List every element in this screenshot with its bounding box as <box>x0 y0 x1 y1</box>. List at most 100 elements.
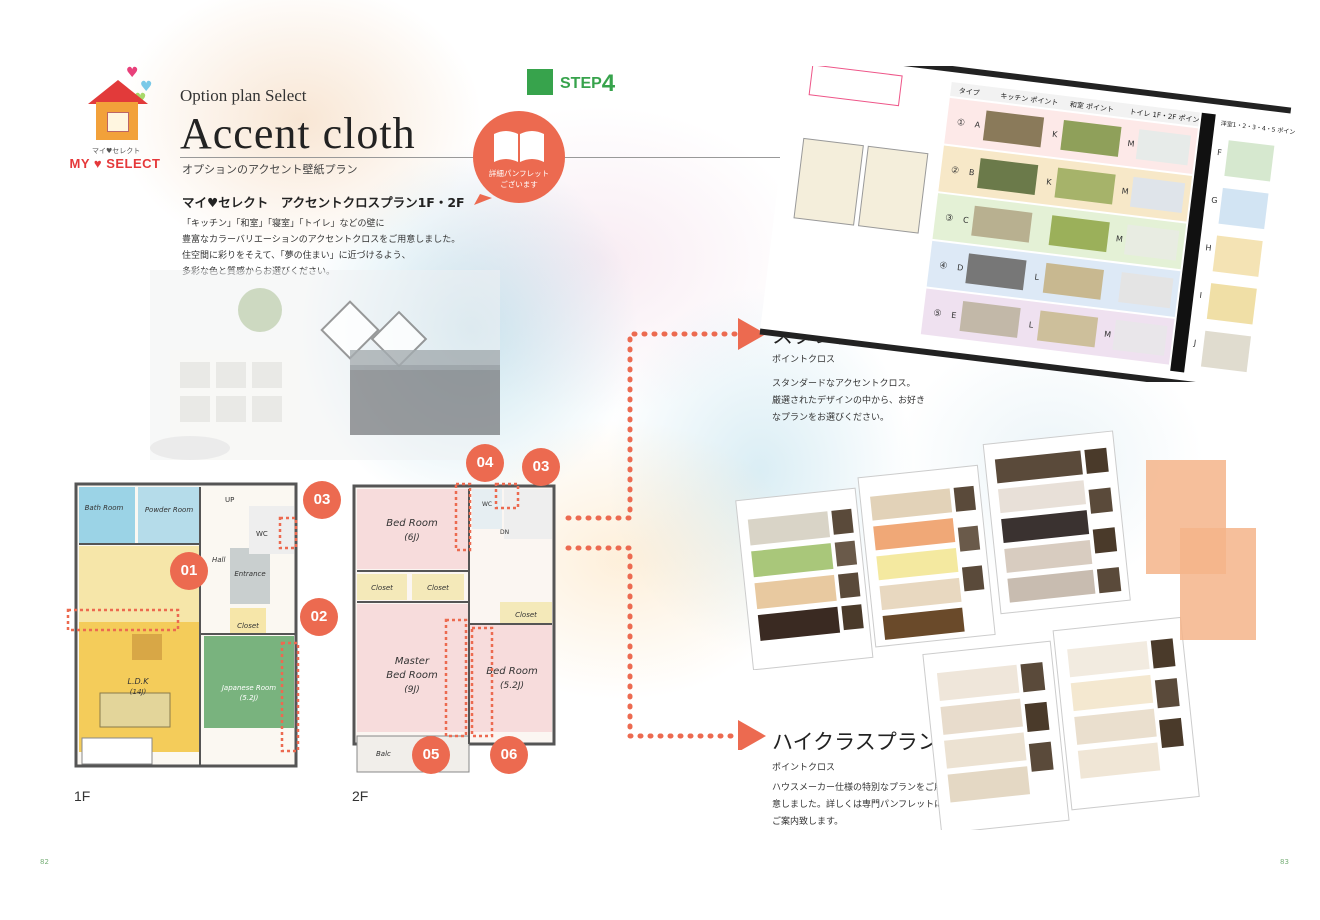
step-number: 4 <box>601 70 616 97</box>
desc-line: 住空間に彩りをそえて、「夢の住まい」に近づけるよう、 <box>182 251 411 261</box>
standard-catalog-image <box>735 430 1131 670</box>
floorplan-1f: Bath Room Powder Room UP WC Hall Entranc… <box>66 482 300 768</box>
room-powder: Powder Room <box>145 506 194 514</box>
step-label: STEP <box>560 75 602 92</box>
room-bed1: Bed Room <box>386 518 438 529</box>
table-header-type: タイプ <box>958 86 980 97</box>
page-number-right: 83 <box>1280 858 1289 866</box>
room-balcony: Balc <box>376 750 391 758</box>
table-code: G <box>1211 196 1218 206</box>
room-japanese-size: (5.2J) <box>240 694 259 702</box>
page-subtitle: オプションのアクセント壁紙プラン <box>182 163 358 176</box>
room-ldk-size: (14J) <box>130 688 147 696</box>
room-bed2-size: (5.2J) <box>500 681 524 691</box>
logo-sub-text: マイ♥セレクト <box>92 147 141 155</box>
table-code: M <box>1104 330 1112 340</box>
arrow-right-icon <box>738 318 766 350</box>
marker-01: 01 <box>170 552 208 590</box>
room-ldk: L.D.K <box>128 677 150 686</box>
table-code: I <box>1199 291 1202 300</box>
catalog-table-image: タイプ キッチン ポイント 和室 ポイント トイレ 1F・2F ポイント ① ②… <box>759 66 1295 382</box>
table-code: M <box>1115 234 1123 244</box>
desc-line: ハウスメーカー仕様の特別なプランをご用 <box>772 783 944 793</box>
standard-plan-sub: ポイントクロス <box>772 355 836 365</box>
room-up: UP <box>225 496 234 504</box>
table-type: ① <box>956 118 965 129</box>
highclass-plan-sub: ポイントクロス <box>772 763 836 773</box>
table-code: A <box>974 120 981 130</box>
marker-03-1f: 03 <box>303 481 341 519</box>
room-master-size: (9J) <box>404 685 419 695</box>
table-code: D <box>957 263 964 273</box>
sample-panel <box>1180 528 1256 640</box>
room-master1: Master <box>395 656 430 667</box>
room-closet: Closet <box>237 622 259 630</box>
desc-line: 豊富なカラーバリエーションのアクセントクロスをご用意しました。 <box>182 235 461 245</box>
desc-line: 意しました。詳しくは専門パンフレットにて <box>772 800 953 810</box>
highclass-catalog-image <box>922 616 1200 830</box>
desc-line: スタンダードなアクセントクロス。 <box>772 379 916 389</box>
page-title: Accent cloth <box>180 109 416 158</box>
table-code: K <box>1046 177 1053 187</box>
room-japanese: Japanese Room <box>220 684 276 692</box>
window-icon <box>107 112 129 132</box>
table-code: J <box>1192 338 1196 347</box>
highclass-plan-desc: ハウスメーカー仕様の特別なプランをご用 意しました。詳しくは専門パンフレットにて… <box>772 780 952 831</box>
step-square-icon <box>527 69 553 95</box>
plan-title: マイ♥セレクト アクセントクロスプラン1F・2F <box>182 195 465 210</box>
table-code: B <box>968 168 975 178</box>
floorplan-2f: Bed Room (6J) WC DN Closet Closet Closet… <box>352 482 556 773</box>
table-code: E <box>951 311 957 321</box>
table-code: K <box>1052 130 1059 140</box>
eyebrow-title: Option plan Select <box>180 86 307 105</box>
marker-05: 05 <box>412 736 450 774</box>
marker-06: 06 <box>490 736 528 774</box>
room-closet-b: Closet <box>427 584 449 592</box>
table-type: ⑤ <box>933 309 942 320</box>
room-hall: Hall <box>212 556 225 564</box>
table-code: M <box>1121 187 1129 197</box>
room-dn: DN <box>500 529 509 536</box>
table-type: ③ <box>944 213 953 224</box>
room-master2: Bed Room <box>386 670 438 681</box>
plan-connectors <box>565 318 766 750</box>
marker-03-2f: 03 <box>522 448 560 486</box>
room-wc: WC <box>482 501 492 508</box>
room-closet-a: Closet <box>371 584 393 592</box>
open-book-icon <box>494 131 544 162</box>
marker-04: 04 <box>466 444 504 482</box>
desc-line: 「キッチン」「和室」「寝室」「トイレ」などの壁に <box>182 219 385 229</box>
table-type: ② <box>950 166 959 177</box>
desc-line: ご案内致します。 <box>772 817 844 827</box>
floor-label-2f: 2F <box>352 788 369 804</box>
desc-line: なプランをお選びください。 <box>772 413 890 423</box>
house-roof-icon <box>88 80 148 104</box>
table-code: M <box>1127 139 1135 149</box>
arrow-right-icon <box>738 720 766 750</box>
badge-line2: ございます <box>500 179 538 189</box>
room-entrance: Entrance <box>234 570 265 578</box>
room-bed1-size: (6J) <box>404 533 419 543</box>
marker-02: 02 <box>300 598 338 636</box>
heart-icon: ♥ <box>126 65 139 81</box>
page-number-left: 82 <box>40 858 49 866</box>
table-code: C <box>962 215 969 225</box>
bedroom-photo <box>150 270 500 460</box>
room-closet-c: Closet <box>515 611 537 619</box>
standard-plan-desc: スタンダードなアクセントクロス。 厳選されたデザインの中から、お好き なプランを… <box>772 376 925 427</box>
table-code: H <box>1205 243 1212 253</box>
floor-label-1f: 1F <box>74 788 91 804</box>
badge-line1: 詳細パンフレット <box>489 168 549 178</box>
desc-line: 厳選されたデザインの中から、お好き <box>772 396 926 406</box>
table-code: L <box>1034 273 1040 283</box>
logo-text: MY ♥ SELECT <box>69 156 161 171</box>
room-bed2: Bed Room <box>486 666 538 677</box>
my-select-logo: ♥ ♥ ♥ マイ♥セレクト MY ♥ SELECT <box>70 65 166 176</box>
highclass-plan-heading: ハイクラスプラン <box>772 730 939 754</box>
pamphlet-badge[interactable]: 詳細パンフレット ございます <box>470 108 568 206</box>
table-code: F <box>1217 148 1223 158</box>
room-bath: Bath Room <box>85 504 124 512</box>
room-wc: WC <box>256 530 268 538</box>
step-indicator: STEP4 <box>560 70 615 98</box>
table-code: L <box>1028 320 1034 330</box>
